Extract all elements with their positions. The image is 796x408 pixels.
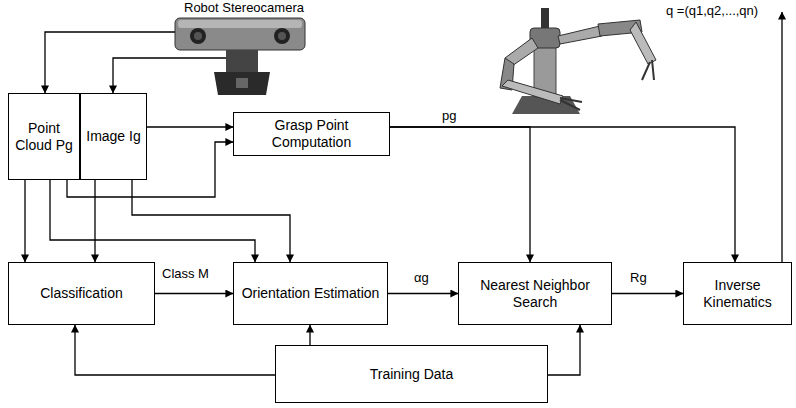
edge-label: αg [412,270,431,286]
box-text: Image Ig [86,128,140,145]
connector-arrow [309,325,310,345]
process-box: Orientation Estimation [233,262,388,325]
connector-arrow [94,180,95,262]
process-box: Nearest Neighbor Search [458,262,612,325]
robot-illustration [500,8,656,114]
box-text: Classification [40,285,122,302]
box-text: Training Data [370,366,454,383]
camera-wire [45,32,175,93]
connector-arrow [390,127,735,262]
connector-arrow [390,127,530,262]
annotation-label: q =(q1,q2,...,qn) [664,3,760,19]
camera-wire [113,58,226,93]
edge-label: Class M [160,266,211,282]
connector-arrow [24,180,25,262]
connector-arrow [75,325,275,375]
annotation-label: Robot Stereocamera [182,0,306,16]
connector-arrow [132,180,290,262]
box-text: Orientation Estimation [242,285,380,302]
process-box: Image Ig [80,93,147,180]
edge-label: Rg [628,270,649,286]
process-box: Training Data [275,345,548,403]
connector-arrow [155,293,233,294]
process-box: Classification [8,262,155,325]
box-text: Grasp Point Computation [239,117,384,151]
connector-arrow [388,293,458,294]
stereo-camera [175,18,305,95]
box-text: Nearest Neighbor Search [464,277,606,311]
connector-arrow [612,293,683,294]
process-box: Inverse Kinematics [683,262,792,325]
box-text: Point Cloud Pg [14,120,74,154]
connector-arrow [548,325,580,375]
process-box: Grasp Point Computation [233,112,390,156]
process-box: Point Cloud Pg [8,93,80,180]
box-text: Inverse Kinematics [689,277,786,311]
connector-arrow [147,126,233,127]
connector-arrow [50,180,255,262]
joint-command-arrow [781,12,782,262]
edge-label: pg [440,108,458,124]
